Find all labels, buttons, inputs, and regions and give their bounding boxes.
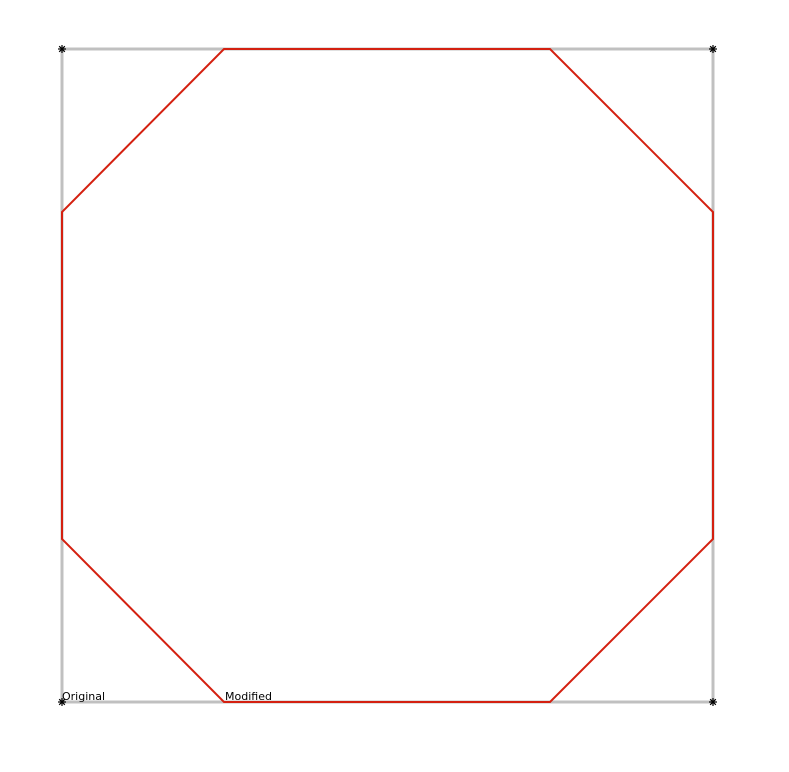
corner-marker-bottom-right-icon <box>709 698 717 706</box>
original-square-outline <box>60 47 715 704</box>
modified-octagon-outline <box>61 48 714 703</box>
corner-marker-bottom-left-icon <box>58 698 66 706</box>
original-label: Original <box>62 690 105 703</box>
corner-markers <box>58 45 717 706</box>
modified-label: Modified <box>225 690 272 703</box>
corner-marker-top-right-icon <box>709 45 717 53</box>
corner-marker-top-left-icon <box>58 45 66 53</box>
